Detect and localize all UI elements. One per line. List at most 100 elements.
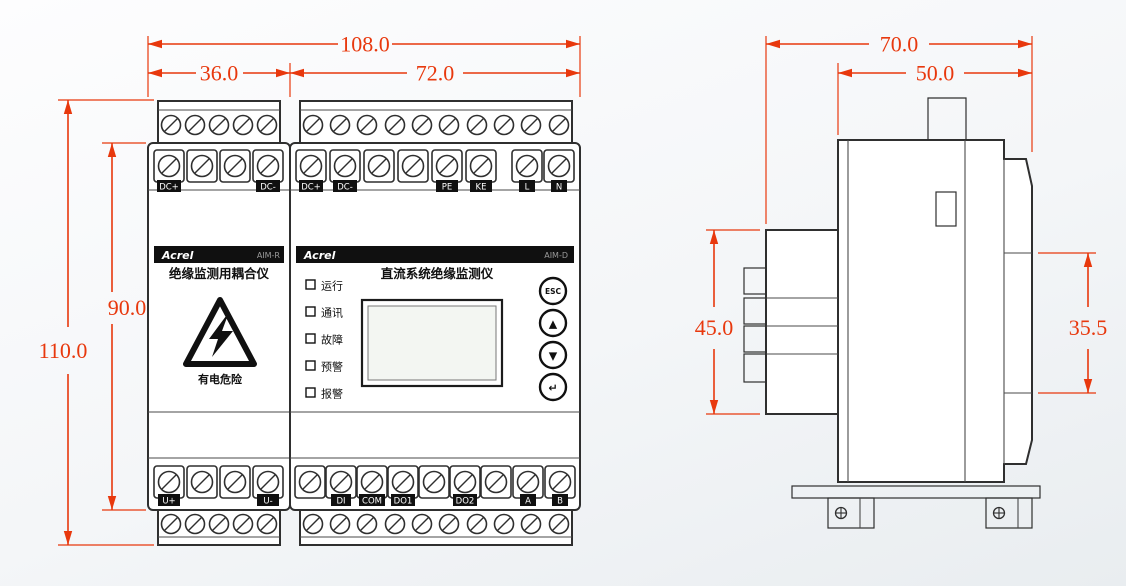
- side-dimensions: 70.0 50.0 45.0 35.5: [695, 32, 1108, 415]
- terminal-tab: [743, 297, 767, 325]
- screw-terminal: [466, 513, 488, 535]
- terminal-cell: [512, 465, 544, 499]
- warning-text: 有电危险: [198, 372, 243, 386]
- brand-strip: [296, 246, 574, 263]
- esc-button-label: ESC: [545, 287, 562, 296]
- led-box: [305, 279, 316, 290]
- brand-strip: [154, 246, 284, 263]
- terminal-tab: [743, 353, 767, 383]
- screw-terminal: [466, 114, 488, 136]
- led-label: 通讯: [321, 307, 343, 320]
- screw-terminal: [384, 114, 406, 136]
- brand-logo: Acrel: [161, 249, 194, 262]
- screw-terminal: [256, 114, 278, 136]
- terminal-label: COM: [362, 497, 382, 507]
- terminal-label: B: [557, 497, 563, 507]
- terminal-cell: [544, 465, 576, 499]
- screw-terminal: [184, 513, 206, 535]
- bottom-terminal-strip-right: [299, 509, 573, 546]
- terminal-tab: [743, 267, 767, 295]
- terminal-tag: [520, 494, 536, 506]
- led-label: 报警: [321, 387, 343, 401]
- terminal-housing: [765, 229, 839, 415]
- screw-terminal: [520, 513, 542, 535]
- screw-terminal: [160, 114, 182, 136]
- lcd-screen: [360, 298, 504, 388]
- lcd-display: [367, 305, 497, 381]
- terminal-label: DC-: [337, 183, 353, 193]
- screw-terminal: [184, 114, 206, 136]
- detail-rect: [935, 191, 957, 227]
- terminal-cell: [543, 149, 575, 183]
- dimension-body-height: 90.0: [108, 143, 146, 510]
- screw-terminal: [411, 513, 433, 535]
- screw-terminal: [232, 513, 254, 535]
- screw-terminal: [302, 513, 324, 535]
- terminal-tab: [743, 325, 767, 353]
- device-outline: [837, 139, 1033, 483]
- dimension-panel-height: 35.5: [1069, 253, 1108, 393]
- terminal-label: KE: [476, 183, 487, 193]
- esc-button: [538, 276, 568, 306]
- terminal-label: U-: [263, 497, 272, 507]
- led-box: [305, 360, 316, 371]
- terminal-cell: [418, 465, 450, 499]
- front-dimensions: 108.0 36.0 72.0 110.0: [39, 32, 581, 546]
- front-view: 108.0 36.0 72.0 110.0: [39, 32, 581, 546]
- dimension-label: 70.0: [880, 32, 919, 57]
- dimension-terminal-height: 45.0: [695, 230, 733, 414]
- terminal-tag: [453, 494, 477, 506]
- model-label: AIM-R: [257, 251, 281, 260]
- module-title: 直流系统绝缘监测仪: [381, 266, 494, 281]
- din-rail: [791, 485, 1041, 499]
- top-clip: [927, 97, 967, 140]
- screw-icon: [834, 506, 848, 520]
- terminal-cell: [356, 465, 388, 499]
- terminal-label: A: [525, 497, 531, 507]
- terminal-label: DI: [336, 497, 345, 507]
- screw-terminal: [160, 513, 182, 535]
- terminal-tag: [257, 494, 279, 506]
- terminal-tag: [470, 180, 492, 192]
- led-label: 故障: [321, 333, 343, 347]
- led-box: [305, 333, 316, 344]
- screw-terminal: [520, 114, 542, 136]
- up-arrow-icon: ▲: [549, 318, 558, 331]
- keypad: ESC ▲ ▼ ↵: [538, 276, 568, 402]
- din-rail-mount: [791, 485, 1041, 529]
- dimension-right-module-width: 72.0: [290, 61, 580, 86]
- screw-terminal: [411, 114, 433, 136]
- dimension-front-depth: 50.0: [838, 61, 1032, 86]
- terminal-cell: [294, 465, 326, 499]
- module-title: 绝缘监测用耦合仪: [169, 266, 270, 281]
- screw-terminal: [438, 513, 460, 535]
- dimension-label: 72.0: [416, 61, 455, 86]
- terminal-tag: [359, 494, 385, 506]
- screw-terminal: [232, 114, 254, 136]
- dimension-total-height: 110.0: [39, 100, 87, 545]
- right-module: DC+ DC- PE KE L N Acrel AIM-D 直流系统绝缘监测仪 …: [289, 142, 581, 511]
- terminal-cell: [219, 465, 251, 499]
- rear-terminal-block: [743, 229, 839, 415]
- dimension-label: 35.5: [1069, 315, 1108, 340]
- led-label: 预警: [321, 360, 343, 374]
- screw-terminal: [493, 513, 515, 535]
- top-terminal-strip-left: [157, 100, 281, 144]
- terminal-tag: [158, 494, 180, 506]
- terminal-tag: [299, 180, 323, 192]
- mount-foot: [827, 497, 875, 529]
- screw-terminal: [438, 114, 460, 136]
- left-module: DC+ DC- Acrel AIM-R 绝缘监测用耦合仪 有电危险 U+ U-: [147, 142, 291, 511]
- terminal-cell: [480, 465, 512, 499]
- terminal-tag: [519, 180, 535, 192]
- terminal-cell: [252, 149, 284, 183]
- screw-terminal: [302, 114, 324, 136]
- mount-foot: [985, 497, 1033, 529]
- led-box: [305, 387, 316, 398]
- led-indicators: 运行 通讯 故障 预警 报警: [305, 279, 343, 401]
- screw-terminal: [493, 114, 515, 136]
- terminal-cell: [449, 465, 481, 499]
- terminal-cell: [186, 149, 218, 183]
- terminal-tag: [157, 180, 181, 192]
